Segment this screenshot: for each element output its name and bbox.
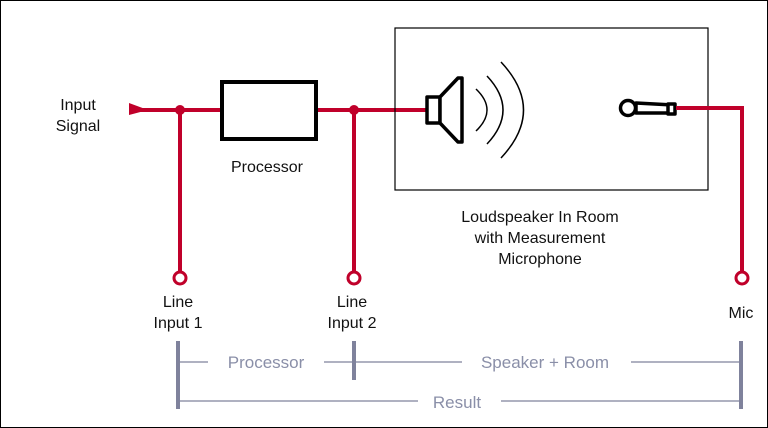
input-signal-label-1: Input: [60, 97, 96, 114]
line-input-1-label-1: Line: [163, 294, 193, 311]
processor-block: [220, 80, 318, 141]
mic-label: Mic: [729, 305, 754, 322]
input-arrow-icon: [129, 103, 148, 115]
result-span-label: Result: [433, 393, 481, 412]
line-input-2-label-2: Input 2: [328, 315, 377, 332]
line-input-1-terminal: [172, 270, 188, 286]
mic-terminal: [734, 270, 750, 286]
line-input-2-terminal: [346, 270, 362, 286]
speaker-room-span-label: Speaker + Room: [481, 353, 609, 372]
sound-waves-icon: [475, 61, 525, 159]
input-signal-label-2: Signal: [56, 118, 100, 135]
mic-signal-line: [676, 106, 744, 271]
room-label-1: Loudspeaker In Room: [461, 209, 618, 226]
processor-span-label: Processor: [228, 353, 305, 372]
line-input-1-label-2: Input 1: [154, 315, 203, 332]
room-label-2: with Measurement: [474, 230, 606, 247]
processor-label: Processor: [231, 159, 304, 176]
loudspeaker-icon: [425, 76, 464, 144]
microphone-icon: [618, 98, 677, 118]
room-label-3: Microphone: [498, 251, 582, 268]
line-input-2-label-1: Line: [337, 294, 367, 311]
